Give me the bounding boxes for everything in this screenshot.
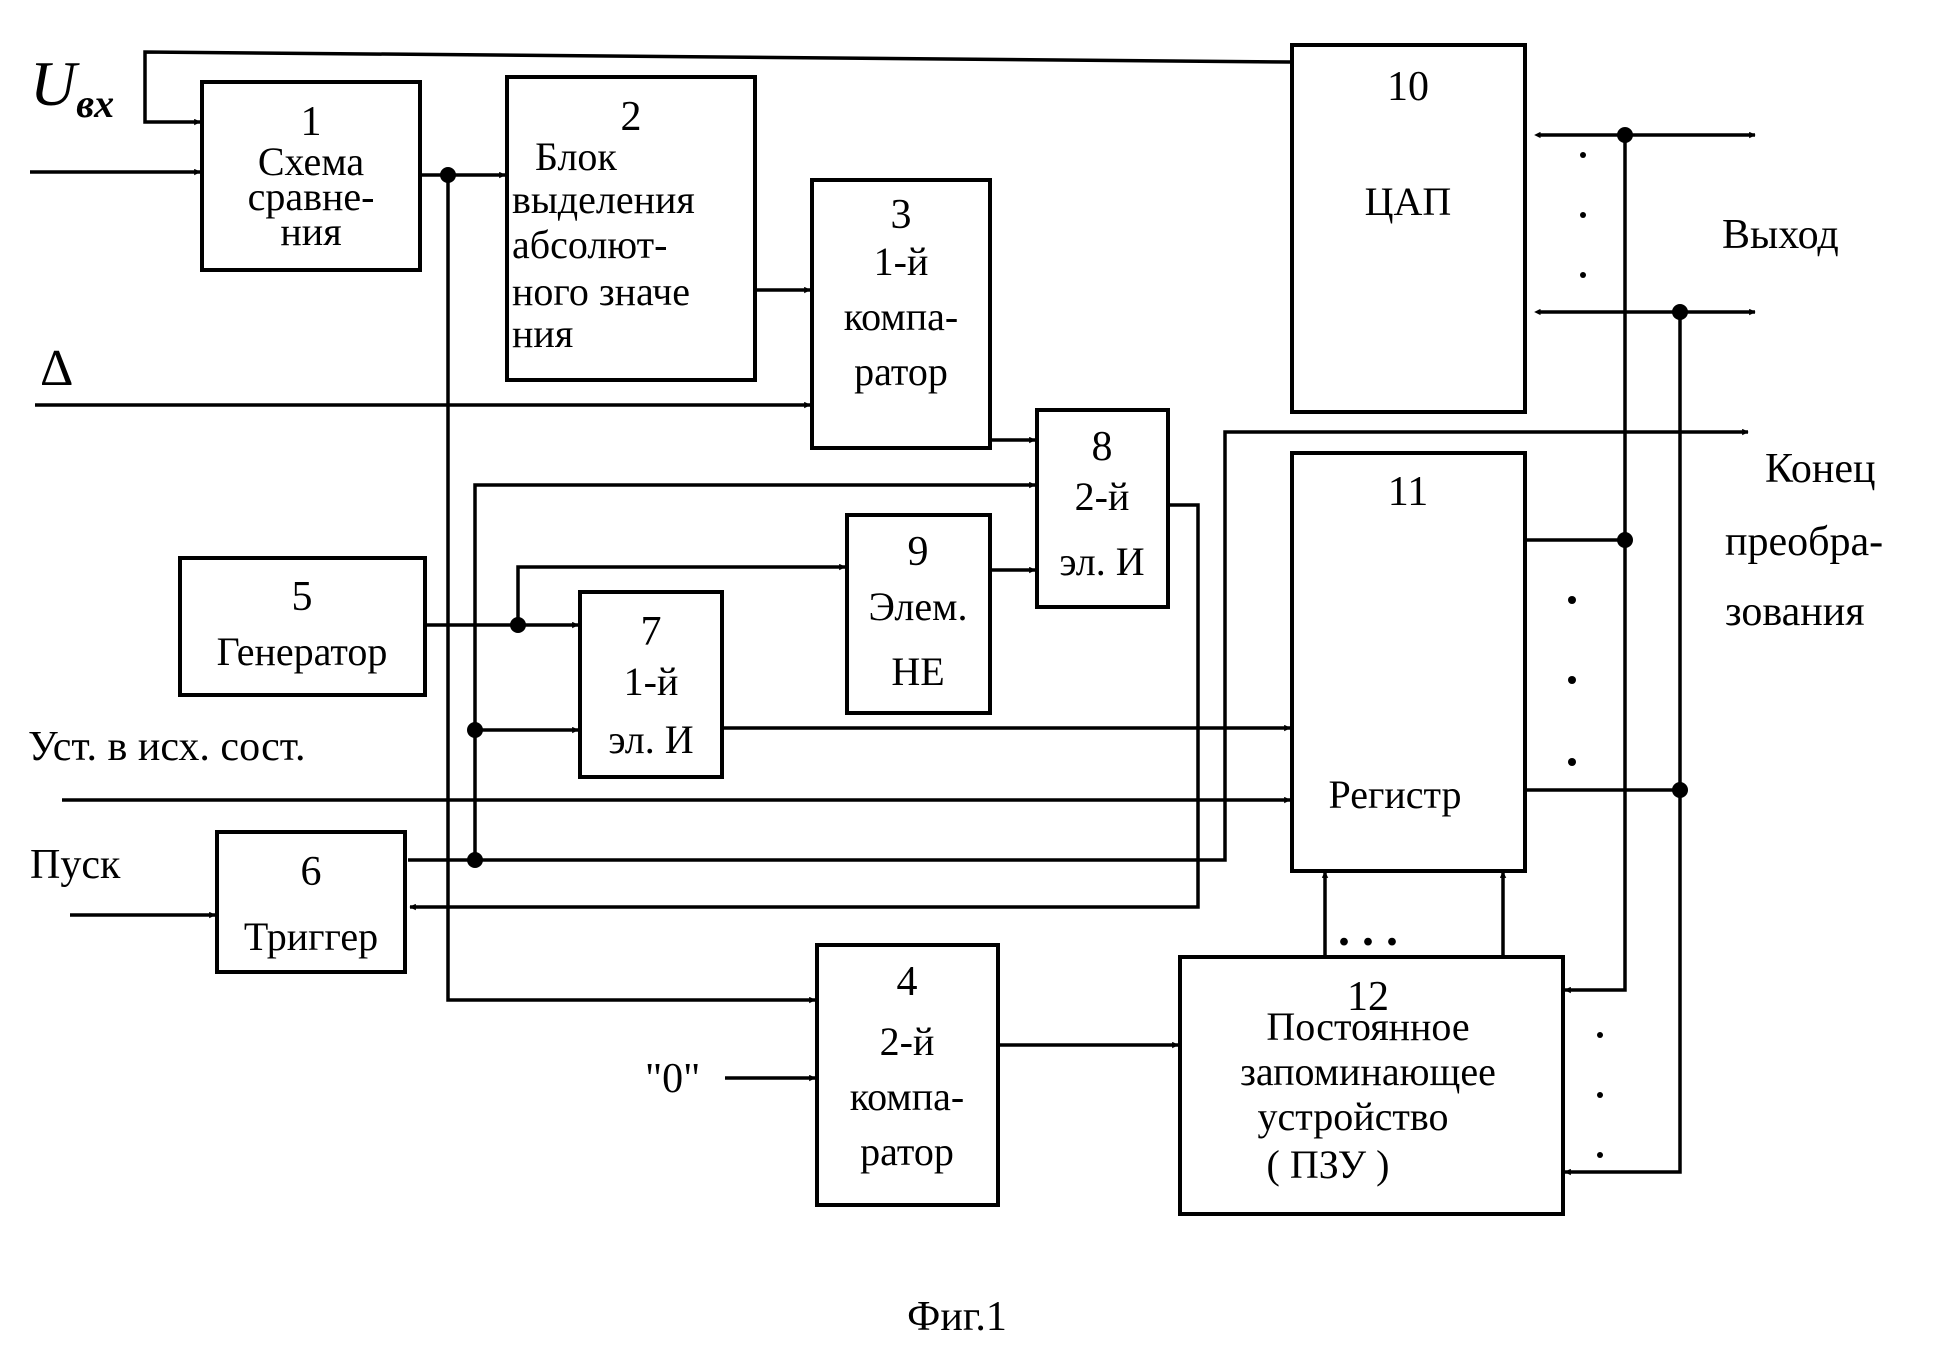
block-5-line: Генератор <box>217 629 388 674</box>
block-9-line: Элем. <box>869 584 968 629</box>
start-label: Пуск <box>30 842 121 888</box>
zero-label: "0" <box>645 1056 700 1102</box>
reset-label: Уст. в исх. сост. <box>28 724 305 770</box>
block-12-line: запоминающее <box>1240 1049 1496 1094</box>
block-2-line: ния <box>512 311 573 356</box>
block-11-line: Регистр <box>1328 772 1461 817</box>
block-3-number: 3 <box>891 192 912 238</box>
block-7-line: 1-й <box>624 659 679 704</box>
junction-dot <box>1617 532 1633 548</box>
end-label-line: преобра- <box>1725 519 1883 565</box>
block-4-line: компа- <box>850 1074 964 1119</box>
block-8-line: 2-й <box>1075 474 1130 519</box>
block-9-line: НЕ <box>891 649 944 694</box>
ellipsis-dot <box>1568 676 1576 684</box>
junction-dot <box>467 852 483 868</box>
junction-dot <box>1672 304 1688 320</box>
block-4-number: 4 <box>897 959 918 1005</box>
ellipsis-dot <box>1580 272 1586 278</box>
block-4-line: 2-й <box>880 1019 935 1064</box>
block-6-number: 6 <box>301 849 322 895</box>
figure-caption: Фиг.1 <box>907 1294 1007 1340</box>
junction-dot <box>440 167 456 183</box>
block-2-line: ного значе <box>512 269 690 314</box>
junction-dot <box>467 722 483 738</box>
block-7-number: 7 <box>641 609 662 655</box>
ellipsis-dot <box>1597 1032 1603 1038</box>
output-label: Выход <box>1722 212 1839 258</box>
block-10-number: 10 <box>1387 64 1429 110</box>
bus-bottom <box>1565 312 1680 1172</box>
block-4-line: ратор <box>860 1129 954 1174</box>
block-7-line: эл. И <box>608 717 693 762</box>
block-3-line: компа- <box>844 294 958 339</box>
block-10-line: ЦАП <box>1365 179 1452 224</box>
ellipsis-dot <box>1568 758 1576 766</box>
block-3-line: ратор <box>854 349 948 394</box>
ellipsis-dot <box>1580 212 1586 218</box>
bus-ellipsis-dots <box>1568 152 1603 1158</box>
junction-dot <box>1617 127 1633 143</box>
ellipsis-dot <box>1597 1152 1603 1158</box>
delta-label: Δ <box>40 340 73 397</box>
block-8-number: 8 <box>1092 424 1113 470</box>
block-5-number: 5 <box>292 574 313 620</box>
block-9-number: 9 <box>908 529 929 575</box>
ellipsis-dot <box>1568 596 1576 604</box>
block-8-line: эл. И <box>1059 539 1144 584</box>
junction-dot <box>1672 782 1688 798</box>
block-6-line: Триггер <box>244 914 378 959</box>
uin-label: Uвх <box>30 48 114 126</box>
block-1-line: ния <box>280 209 341 254</box>
end-label-line: зования <box>1725 589 1865 635</box>
block-3-line: 1-й <box>874 239 929 284</box>
rom-register-ellipsis: . . . <box>1338 903 1398 956</box>
block-12-line: ( ПЗУ ) <box>1267 1142 1390 1187</box>
block-2-line: выделения <box>512 177 695 222</box>
block-2-line: абсолют- <box>512 222 667 267</box>
ellipsis-dot <box>1580 152 1586 158</box>
block-2-line: Блок <box>535 134 617 179</box>
block-11-number: 11 <box>1388 469 1428 515</box>
block-12-line: устройство <box>1258 1094 1449 1139</box>
end-label-line: Конец <box>1765 446 1876 492</box>
ellipsis-dot <box>1597 1092 1603 1098</box>
bus-top <box>1565 135 1625 990</box>
block-12-line: Постоянное <box>1266 1004 1469 1049</box>
junction-dot <box>510 617 526 633</box>
block-2-number: 2 <box>621 94 642 140</box>
